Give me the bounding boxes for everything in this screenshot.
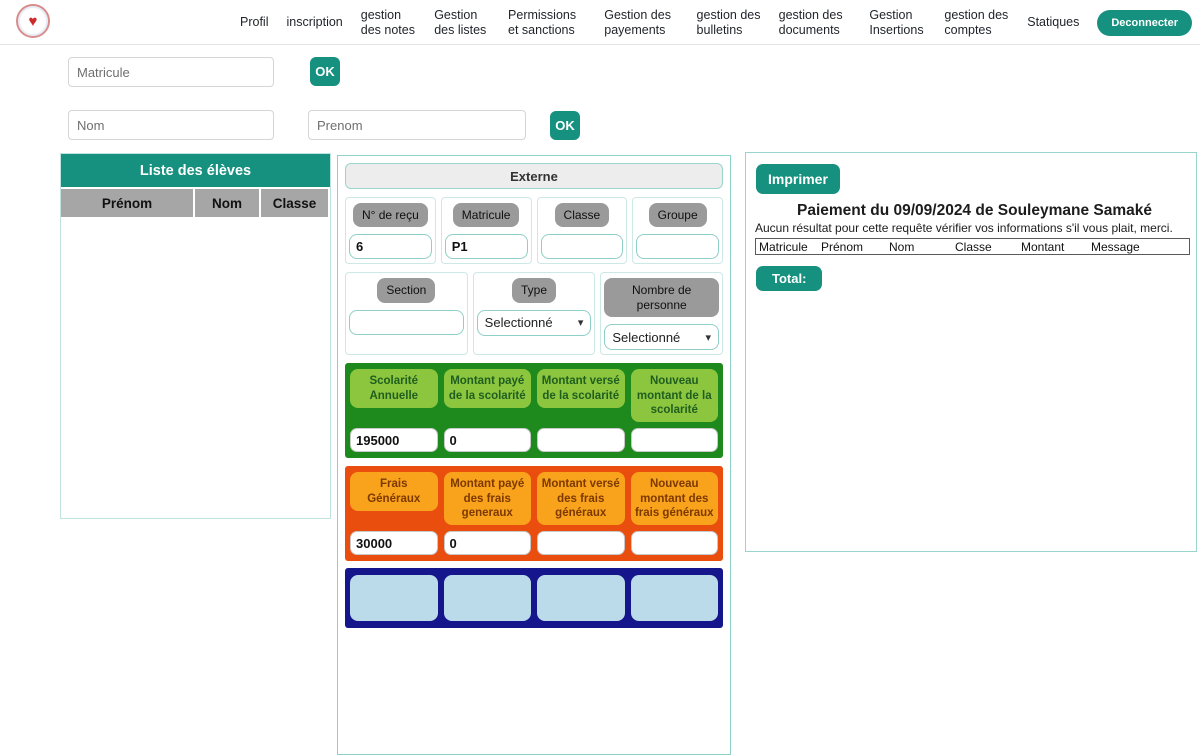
matricule-search-input[interactable]	[68, 57, 274, 87]
classe-label: Classe	[554, 203, 610, 228]
students-list-panel: Liste des élèves Prénom Nom Classe	[60, 153, 331, 519]
name-ok-button[interactable]: OK	[550, 111, 580, 140]
frais-generaux-label: Frais Généraux	[350, 472, 438, 512]
no-result-message: Aucun résultat pour cette requête vérifi…	[755, 221, 1173, 235]
students-col-nom[interactable]: Nom	[195, 189, 259, 217]
type-field-group: Type Selectionné ▾	[472, 272, 596, 356]
nav-item-gestion-documents[interactable]: gestion des documents	[778, 7, 843, 37]
scolarite-nouveau-input[interactable]	[630, 428, 718, 453]
frais-paye-group: Montant payé des frais generaux	[443, 472, 531, 556]
recu-label: N° de reçu	[352, 203, 428, 228]
type-select-value: Selectionné	[484, 315, 553, 331]
payment-result-panel: Imprimer Paiement du 09/09/2024 de Soule…	[745, 152, 1197, 552]
top-navbar: ♥ Profil inscription gestion des notes G…	[0, 0, 1200, 45]
scolarite-annuelle-group: Scolarité Annuelle	[350, 369, 438, 453]
chevron-down-icon: ▾	[705, 331, 712, 344]
scolarite-annuelle-input[interactable]	[350, 428, 438, 453]
nav-item-permissions-sanctions[interactable]: Permissions et sanctions	[508, 7, 577, 37]
frais-nouveau-label: Nouveau montant des frais généraux	[630, 472, 718, 526]
frais-generaux-section: Frais Généraux Montant payé des frais ge…	[345, 466, 723, 562]
frais-paye-label: Montant payé des frais generaux	[443, 472, 531, 526]
result-col-message: Message	[1091, 239, 1140, 254]
result-col-classe: Classe	[955, 239, 992, 254]
nombre-personne-label: Nombre de personne	[604, 278, 720, 318]
nav-item-gestion-notes[interactable]: gestion des notes	[360, 7, 415, 37]
nav-item-statiques[interactable]: Statiques	[1027, 15, 1080, 30]
blue-section-label-stub	[630, 575, 718, 622]
result-col-montant: Montant	[1021, 239, 1065, 254]
prenom-search-input[interactable]	[308, 110, 526, 140]
nombre-personne-select-value: Selectionné	[612, 329, 681, 345]
payment-form-panel: Externe N° de reçu Matricule Classe Grou…	[337, 155, 731, 755]
category-field-row: Section Type Selectionné ▾ Nombre de per…	[345, 272, 724, 356]
scolarite-section: Scolarité Annuelle Montant payé de la sc…	[345, 363, 723, 459]
scolarite-annuelle-label: Scolarité Annuelle	[350, 369, 438, 408]
section-input[interactable]	[349, 309, 464, 335]
matricule-label: Matricule	[452, 203, 520, 228]
frais-nouveau-input[interactable]	[630, 531, 718, 556]
logout-button[interactable]: Deconnecter	[1097, 9, 1192, 36]
recu-field-group: N° de reçu	[345, 197, 436, 265]
nav-menu: Profil inscription gestion des notes Ges…	[240, 0, 1192, 45]
nav-item-gestion-insertions[interactable]: Gestion Insertions	[869, 7, 924, 37]
nav-item-gestion-bulletins[interactable]: gestion des bulletins	[696, 7, 761, 37]
matricule-ok-button[interactable]: OK	[310, 57, 340, 86]
scolarite-paye-input[interactable]	[443, 428, 531, 453]
nav-item-gestion-comptes[interactable]: gestion des comptes	[944, 7, 1009, 37]
chevron-down-icon: ▾	[577, 317, 584, 330]
school-logo: ♥	[16, 4, 50, 38]
student-type-header[interactable]: Externe	[345, 163, 723, 189]
section-field-group: Section	[345, 272, 468, 356]
frais-nouveau-group: Nouveau montant des frais généraux	[630, 472, 718, 556]
blue-section-label-stub	[443, 575, 531, 622]
scolarite-verse-input[interactable]	[537, 428, 625, 453]
result-table-header-row: Matricule Prénom Nom Classe Montant Mess…	[755, 238, 1190, 255]
scolarite-nouveau-label: Nouveau montant de la scolarité	[630, 369, 718, 423]
groupe-field-group: Groupe	[632, 197, 723, 265]
result-col-matricule: Matricule	[759, 239, 808, 254]
classe-field-group: Classe	[536, 197, 628, 265]
students-col-classe[interactable]: Classe	[261, 189, 328, 217]
result-col-nom: Nom	[889, 239, 915, 254]
nav-item-profil[interactable]: Profil	[240, 15, 269, 30]
frais-generaux-group: Frais Généraux	[350, 472, 438, 556]
scolarite-paye-group: Montant payé de la scolarité	[443, 369, 531, 453]
blue-section-label-stub	[537, 575, 625, 622]
type-label: Type	[512, 278, 557, 303]
scolarite-verse-label: Montant versé de la scolarité	[537, 369, 625, 408]
nom-search-input[interactable]	[68, 110, 274, 140]
groupe-label: Groupe	[648, 203, 707, 228]
heart-icon: ♥	[28, 12, 38, 30]
identity-field-row: N° de reçu Matricule Classe Groupe	[345, 197, 723, 265]
frais-verse-label: Montant versé des frais généraux	[537, 472, 625, 526]
scolarite-paye-label: Montant payé de la scolarité	[443, 369, 531, 408]
classe-input[interactable]	[540, 234, 624, 260]
blue-section-label-stub	[350, 575, 438, 622]
result-col-prenom: Prénom	[821, 239, 864, 254]
scolarite-nouveau-group: Nouveau montant de la scolarité	[630, 369, 718, 453]
frais-paye-input[interactable]	[443, 531, 531, 556]
matricule-field-group: Matricule	[440, 197, 532, 265]
type-select[interactable]: Selectionné ▾	[476, 309, 592, 336]
nav-item-gestion-payements[interactable]: Gestion des payements	[604, 7, 671, 37]
total-button[interactable]: Total:	[756, 266, 823, 291]
students-col-prenom[interactable]: Prénom	[61, 189, 193, 217]
students-list-header-row: Prénom Nom Classe	[61, 189, 330, 217]
frais-generaux-input[interactable]	[350, 531, 438, 556]
print-button[interactable]: Imprimer	[756, 164, 840, 194]
matricule-input[interactable]	[444, 234, 528, 260]
frais-verse-input[interactable]	[537, 531, 625, 556]
payment-result-title: Paiement du 09/09/2024 de Souleymane Sam…	[797, 202, 1152, 219]
cut-off-blue-section	[345, 568, 723, 629]
nombre-personne-select[interactable]: Selectionné ▾	[604, 324, 720, 351]
section-label: Section	[377, 278, 436, 303]
nav-item-inscription[interactable]: inscription	[286, 15, 343, 30]
groupe-input[interactable]	[636, 234, 719, 260]
nav-item-gestion-listes[interactable]: Gestion des listes	[434, 7, 487, 37]
scolarite-verse-group: Montant versé de la scolarité	[537, 369, 625, 453]
recu-input[interactable]	[349, 234, 432, 260]
frais-verse-group: Montant versé des frais généraux	[537, 472, 625, 556]
nombre-personne-field-group: Nombre de personne Selectionné ▾	[600, 272, 724, 356]
students-list-title: Liste des élèves	[61, 154, 330, 187]
